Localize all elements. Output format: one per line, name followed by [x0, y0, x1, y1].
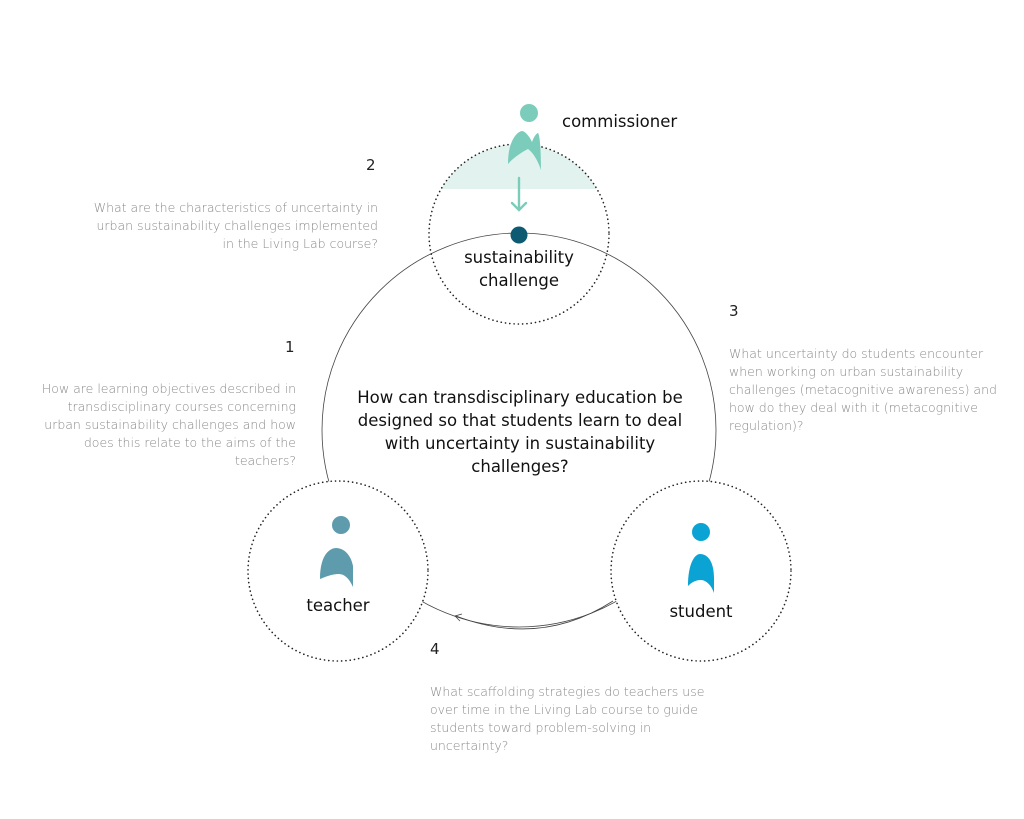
teacher-circle: [247, 480, 429, 662]
question-1-number: 1: [285, 338, 295, 356]
question-3-text: What uncertainty do students encounter w…: [729, 346, 997, 433]
challenge-dot: [510, 226, 528, 244]
question-4-text: What scaffolding strategies do teachers …: [430, 684, 705, 753]
student-icon: [688, 523, 714, 593]
commissioner-arrow: [510, 176, 528, 212]
question-2-number: 2: [366, 156, 376, 174]
student-label: student: [669, 602, 733, 621]
central-question: How can transdisciplinary education be d…: [357, 388, 683, 476]
question-2-text: What are the characteristics of uncertai…: [93, 200, 378, 251]
teacher-label: teacher: [306, 596, 370, 615]
challenge-circle: [428, 143, 610, 325]
commissioner-label: commissioner: [562, 112, 678, 131]
question-3-number: 3: [729, 302, 739, 320]
student-circle: [610, 480, 792, 662]
feedback-arrow: [455, 600, 614, 630]
question-4-number: 4: [430, 640, 440, 658]
challenge-label: sustainability challenge: [464, 248, 574, 290]
question-1-text: How are learning objectives described in…: [41, 381, 296, 468]
commissioner-icon: [508, 104, 541, 170]
teacher-icon: [320, 516, 353, 587]
